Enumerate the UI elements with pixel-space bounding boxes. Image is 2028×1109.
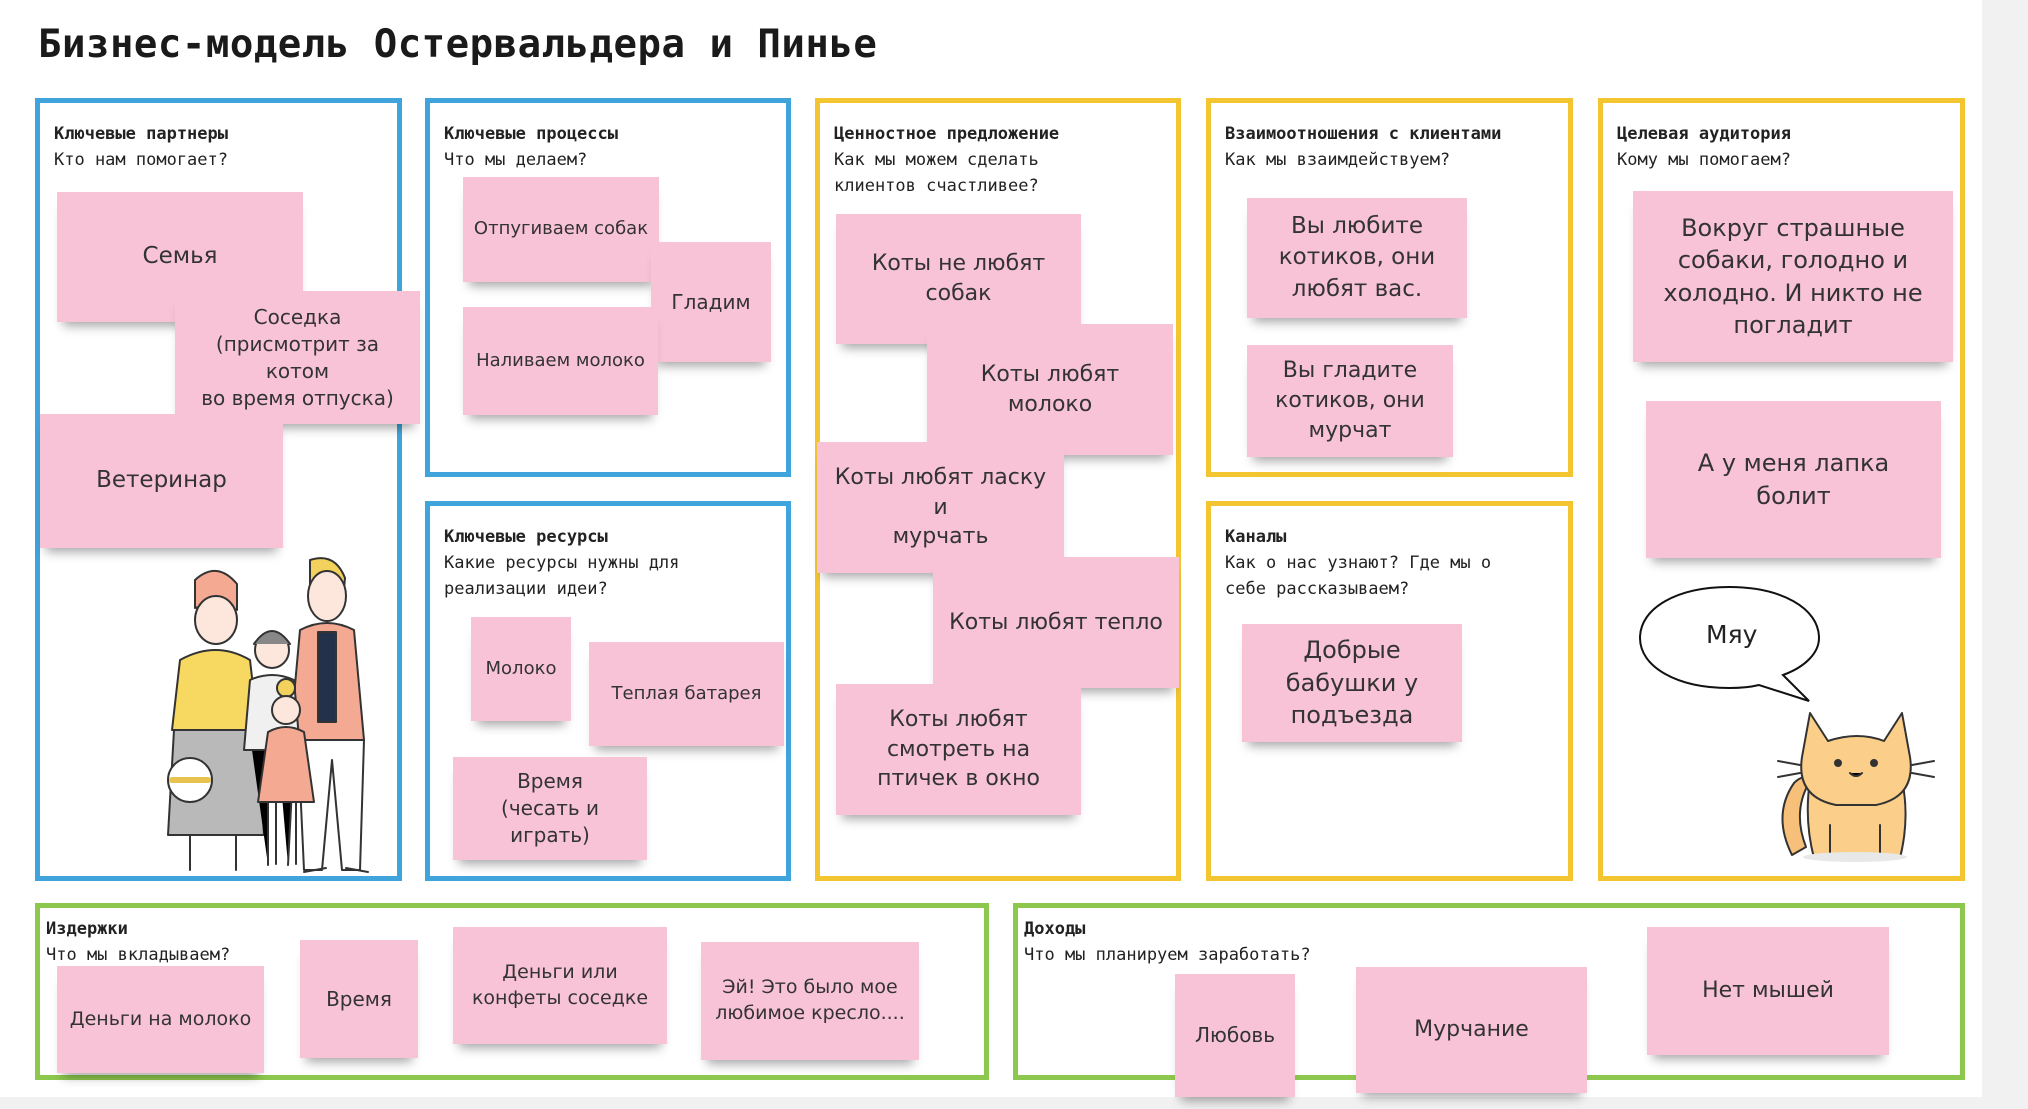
page-title: Бизнес-модель Остервальдера и Пинье xyxy=(38,22,878,67)
sticky-note[interactable]: Вокруг страшные собаки, голодно и холодн… xyxy=(1633,191,1953,362)
block-question: Как мы взаимдействуем? xyxy=(1225,150,1451,170)
block-title: Ключевые процессы xyxy=(444,124,618,144)
sticky-note[interactable]: Отпугиваем собак xyxy=(463,177,659,282)
sticky-note[interactable]: Теплая батарея xyxy=(589,642,784,746)
canvas-board: Бизнес-модель Остервальдера и Пинье Ключ… xyxy=(0,0,1982,1097)
sticky-note[interactable]: Деньги или конфеты соседке xyxy=(453,927,667,1044)
block-question: Кто нам помогает? xyxy=(54,150,228,170)
speech-bubble-text: Мяу xyxy=(1706,620,1758,649)
sticky-note[interactable]: Эй! Это было мое любимое кресло.... xyxy=(701,942,919,1060)
sticky-note[interactable]: Коты любят молоко xyxy=(927,324,1173,455)
block-title: Доходы xyxy=(1024,919,1086,939)
block-question: Как мы можем сделать клиентов счастливее… xyxy=(834,150,1039,196)
sticky-note[interactable]: Коты любят тепло xyxy=(933,557,1179,688)
sticky-note[interactable]: Нет мышей xyxy=(1647,927,1889,1055)
sticky-note[interactable]: Время xyxy=(300,940,418,1058)
block-question: Кому мы помогаем? xyxy=(1617,150,1791,170)
block-title: Ценностное предложение xyxy=(834,124,1060,144)
sticky-note[interactable]: Добрые бабушки у подъезда xyxy=(1242,624,1462,742)
block-title: Каналы xyxy=(1225,527,1287,547)
block-question: Какие ресурсы нужны для реализации идеи? xyxy=(444,553,680,599)
sticky-note[interactable]: Вы любите котиков, они любят вас. xyxy=(1247,198,1467,318)
sticky-note[interactable]: А у меня лапка болит xyxy=(1646,401,1941,558)
speech-bubble xyxy=(1638,585,1821,702)
sticky-note[interactable]: Мурчание xyxy=(1356,967,1587,1093)
sticky-note[interactable]: Время (чесать и играть) xyxy=(453,757,647,860)
block-title: Ключевые партнеры xyxy=(54,124,228,144)
sticky-note[interactable]: Гладим xyxy=(651,242,771,362)
sticky-note[interactable]: Деньги на молоко xyxy=(57,966,264,1073)
block-question: Что мы делаем? xyxy=(444,150,588,170)
sticky-note[interactable]: Любовь xyxy=(1175,974,1295,1097)
sticky-note[interactable]: Соседка (присмотрит за котом во время от… xyxy=(175,291,420,424)
sticky-note[interactable]: Коты не любят собак xyxy=(836,214,1081,344)
family-illustration xyxy=(167,557,369,873)
block-question: Что мы вкладываем? xyxy=(46,945,231,965)
block-title: Ключевые ресурсы xyxy=(444,527,608,547)
block-title: Издержки xyxy=(46,919,128,939)
sticky-note[interactable]: Коты любят ласку и мурчать xyxy=(817,442,1064,573)
sticky-note[interactable]: Ветеринар xyxy=(40,414,283,548)
sticky-note[interactable]: Молоко xyxy=(471,617,571,721)
block-title: Взаимоотношения с клиентами xyxy=(1225,124,1502,144)
cat-illustration xyxy=(1777,712,1935,862)
block-question: Как о нас узнают? Где мы о себе рассказы… xyxy=(1225,553,1492,599)
sticky-note[interactable]: Наливаем молоко xyxy=(463,307,658,415)
sticky-note[interactable]: Вы гладите котиков, они мурчат xyxy=(1247,345,1453,457)
block-title: Целевая аудитория xyxy=(1617,124,1791,144)
block-question: Что мы планируем заработать? xyxy=(1024,945,1311,965)
sticky-note[interactable]: Коты любят смотреть на птичек в окно xyxy=(836,684,1081,815)
